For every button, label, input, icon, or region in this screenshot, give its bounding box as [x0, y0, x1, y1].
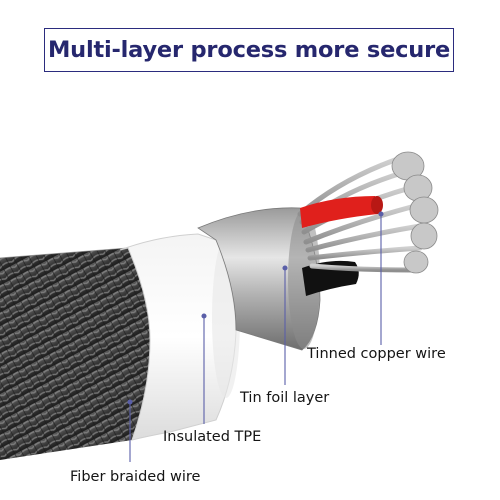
- label-tinned-copper-wire: Tinned copper wire: [307, 346, 446, 362]
- tin-foil-ferrule: [197, 207, 321, 351]
- title-banner: Multi-layer process more secure: [44, 28, 454, 72]
- label-insulated-tpe: Insulated TPE: [163, 429, 262, 445]
- page-title: Multi-layer process more secure: [47, 37, 451, 63]
- braided-jacket: [0, 247, 150, 460]
- red-wire: [300, 196, 383, 228]
- label-tin-foil-layer: Tin foil layer: [240, 390, 330, 406]
- leader-lines: [127, 211, 384, 462]
- label-fiber-braided-wire: Fiber braided wire: [70, 469, 201, 485]
- strand-ends: [391, 151, 439, 274]
